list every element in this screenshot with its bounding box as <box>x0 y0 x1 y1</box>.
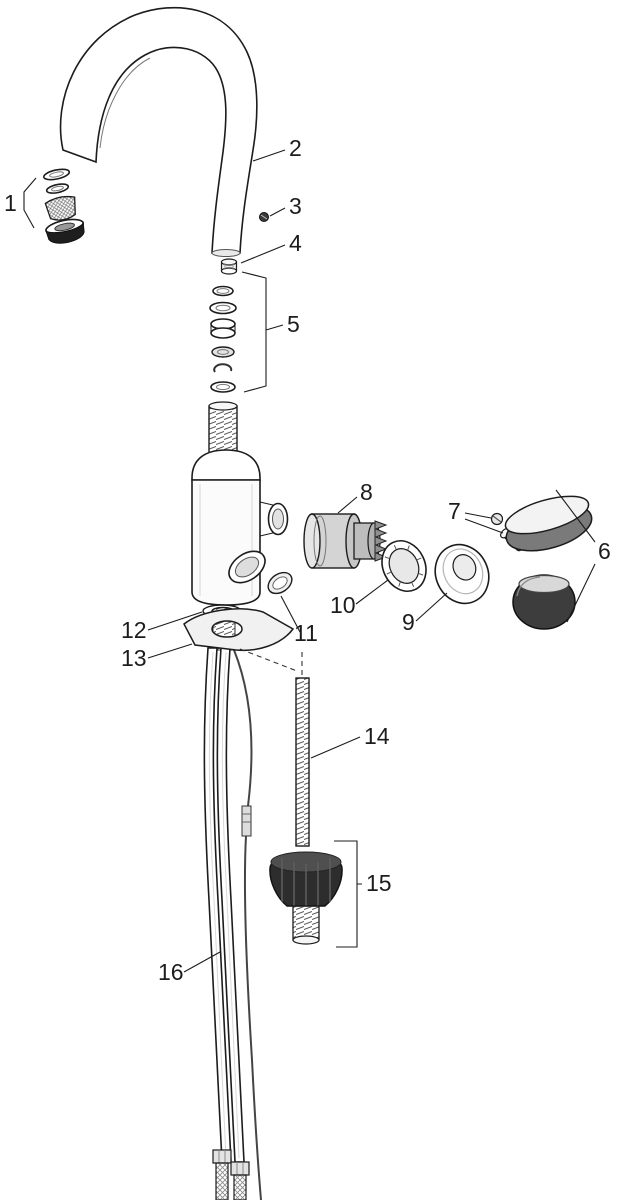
aerator-washer-mid <box>45 183 70 194</box>
lever-handle <box>504 495 593 630</box>
callout-4: 4 <box>240 230 302 264</box>
port-cap <box>267 571 293 595</box>
callout-5: 5 <box>241 271 300 393</box>
callout-12: 12 <box>121 611 203 643</box>
part-label-13: 13 <box>121 645 147 671</box>
callout-6: 6 <box>555 489 611 623</box>
callout-2: 2 <box>252 135 302 162</box>
part-label-2: 2 <box>289 135 302 161</box>
threaded-rod <box>295 677 310 847</box>
sensor-wire <box>233 649 253 807</box>
part-label-12: 12 <box>121 617 147 643</box>
part-label-10: 10 <box>330 592 356 618</box>
callout-16: 16 <box>158 951 221 985</box>
callout-7: 7 <box>448 498 504 534</box>
dome-cover <box>434 543 490 605</box>
spout <box>59 6 258 257</box>
hose-nut-right <box>230 1161 250 1176</box>
faucet-body <box>191 449 289 606</box>
part-label-14: 14 <box>364 723 390 749</box>
part-label-8: 8 <box>360 479 373 505</box>
braided-hose-right <box>233 1174 247 1200</box>
callout-1: 1 <box>4 177 37 229</box>
set-screw <box>259 212 269 222</box>
part-label-7: 7 <box>448 498 461 524</box>
assembly-axis-dashed <box>239 648 303 675</box>
wire-connector <box>241 805 252 837</box>
callout-14: 14 <box>310 723 390 759</box>
callout-9: 9 <box>402 592 448 635</box>
mounting-bracket <box>183 608 295 652</box>
part-label-6: 6 <box>598 538 611 564</box>
aerator-assembly <box>42 168 85 244</box>
part-label-1: 1 <box>4 190 17 216</box>
callout-15: 15 <box>334 840 392 948</box>
riser-thread <box>208 401 238 455</box>
part-label-3: 3 <box>289 193 302 219</box>
callout-10: 10 <box>330 579 389 618</box>
callout-3: 3 <box>269 193 302 219</box>
part-label-15: 15 <box>366 870 392 896</box>
cartridge <box>303 513 388 569</box>
spout-nut <box>220 258 238 275</box>
retaining-clip <box>213 363 233 373</box>
hose-nut-left <box>212 1149 232 1164</box>
aerator-shell <box>45 221 85 244</box>
part-label-11: 11 <box>294 620 318 646</box>
part-label-5: 5 <box>287 311 300 337</box>
supply-pipes <box>203 647 262 1200</box>
callout-11: 11 <box>280 595 318 646</box>
aerator-insert <box>44 195 76 221</box>
callout-8: 8 <box>337 479 373 514</box>
cartridge-ring <box>381 540 427 592</box>
braided-hose-left <box>215 1162 229 1200</box>
part-label-16: 16 <box>158 959 184 985</box>
part-label-4: 4 <box>289 230 302 256</box>
aerator-washer-top <box>42 168 71 181</box>
seal-ring-kit <box>209 285 237 393</box>
callout-13: 13 <box>121 643 193 671</box>
mounting-knob <box>269 851 343 945</box>
part-label-9: 9 <box>402 609 415 635</box>
spout-tube-opening <box>211 249 241 257</box>
